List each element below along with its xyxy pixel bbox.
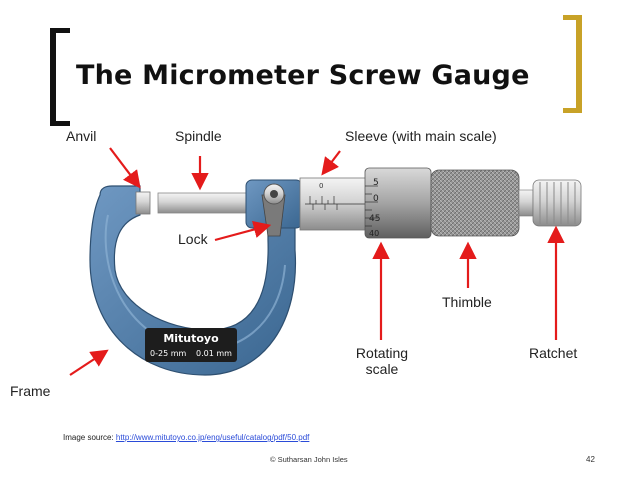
label-frame: Frame xyxy=(10,383,51,399)
sleeve-mark-40: 40 xyxy=(369,229,379,238)
arrow-lock xyxy=(214,220,272,242)
sleeve-mark-5: 5 xyxy=(373,178,379,188)
label-lock: Lock xyxy=(178,231,208,247)
sleeve-mark-45: 45 xyxy=(369,214,380,224)
frame-body: Mitutoyo 0-25 mm 0.01 mm xyxy=(89,185,297,376)
slide-title: The Micrometer Screw Gauge xyxy=(76,60,530,91)
brand-name: Mitutoyo xyxy=(163,332,219,345)
arrow-anvil xyxy=(109,147,141,189)
arrow-sleeve xyxy=(321,150,341,176)
thimble: 5 0 45 40 xyxy=(364,167,520,239)
range-text: 0-25 mm xyxy=(150,349,186,358)
label-thimble: Thimble xyxy=(442,294,492,310)
label-spindle: Spindle xyxy=(175,128,222,144)
title-bracket-right xyxy=(563,15,582,113)
callout-arrows xyxy=(69,147,565,376)
nameplate xyxy=(145,328,237,362)
label-anvil: Anvil xyxy=(66,128,97,144)
arrow-frame xyxy=(69,349,109,376)
label-sleeve: Sleeve (with main scale) xyxy=(345,128,497,144)
page-number: 42 xyxy=(586,455,595,464)
anvil xyxy=(135,191,151,215)
label-rotating-scale: Rotating scale xyxy=(350,345,414,377)
ratchet xyxy=(518,179,582,227)
sleeve-mark-0: 0 xyxy=(373,194,379,204)
image-source-prefix: Image source: xyxy=(63,433,116,442)
label-ratchet: Ratchet xyxy=(529,345,578,361)
image-source: Image source: http://www.mitutoyo.co.jp/… xyxy=(63,433,309,442)
label-rotating-line2: scale xyxy=(365,361,399,377)
footer-credit: © Sutharsan John Isles xyxy=(270,455,348,464)
svg-text:0: 0 xyxy=(319,182,323,190)
resolution-text: 0.01 mm xyxy=(196,349,232,358)
title-bracket-left xyxy=(50,28,70,126)
label-rotating-line1: Rotating xyxy=(355,345,409,361)
image-source-link[interactable]: http://www.mitutoyo.co.jp/eng/useful/cat… xyxy=(115,433,310,442)
